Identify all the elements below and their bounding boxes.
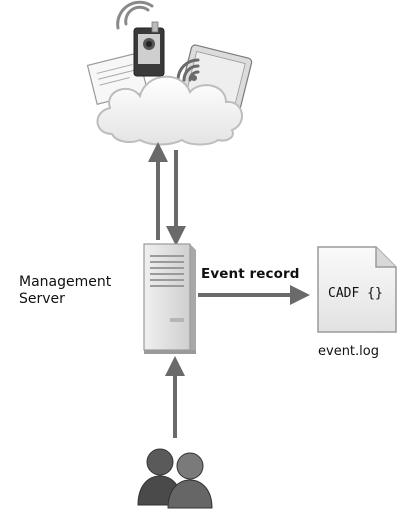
management-server-label: Management Server — [19, 274, 111, 308]
document-icon — [317, 246, 397, 333]
server-icon — [143, 243, 196, 354]
cadf-label: CADF {} — [328, 286, 383, 301]
event-record-label: Event record — [201, 266, 300, 282]
event-log-label: event.log — [318, 344, 379, 359]
users-icon — [137, 448, 213, 509]
management-server-label-line2: Server — [19, 291, 65, 307]
management-server-label-line1: Management — [19, 274, 112, 290]
